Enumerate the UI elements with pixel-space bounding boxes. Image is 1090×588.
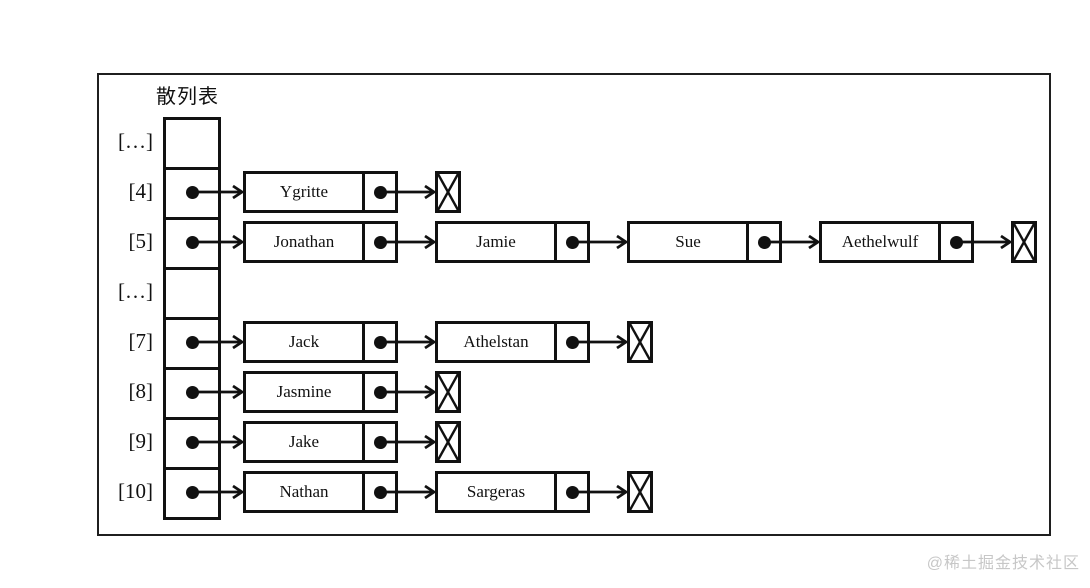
null-marker	[1011, 221, 1037, 263]
bucket-label: […]	[118, 279, 153, 303]
null-x-icon	[1012, 223, 1036, 261]
bucket-cell	[163, 267, 221, 320]
node-pointer-cell	[554, 474, 587, 510]
list-node: Jonathan	[243, 221, 398, 263]
pointer-arrow	[192, 334, 245, 350]
node-pointer-cell	[362, 224, 395, 260]
list-node: Sue	[627, 221, 782, 263]
pointer-arrow	[192, 184, 245, 200]
bucket-label: [10]	[118, 479, 153, 503]
node-value: Sargeras	[466, 482, 526, 501]
null-marker	[435, 171, 461, 213]
node-pointer-cell	[362, 474, 395, 510]
node-pointer-cell	[362, 424, 395, 460]
node-value: Jonathan	[273, 232, 335, 251]
node-value: Sue	[675, 232, 701, 251]
pointer-arrow	[192, 384, 245, 400]
pointer-arrow	[380, 384, 437, 400]
node-value: Nathan	[279, 482, 329, 501]
null-x-icon	[628, 323, 652, 361]
bucket-label: [7]	[128, 329, 154, 353]
null-marker	[627, 321, 653, 363]
list-node: Athelstan	[435, 321, 590, 363]
node-value: Jamie	[476, 232, 516, 251]
node-value: Aethelwulf	[841, 232, 919, 251]
diagram-title: 散列表	[156, 86, 219, 108]
bucket-label: [8]	[128, 379, 154, 403]
diagram-frame	[97, 73, 1051, 536]
bucket-label: […]	[118, 129, 153, 153]
node-pointer-cell	[362, 174, 395, 210]
pointer-arrow	[764, 234, 821, 250]
pointer-arrow	[380, 434, 437, 450]
list-node: Jasmine	[243, 371, 398, 413]
null-x-icon	[628, 473, 652, 511]
pointer-arrow	[956, 234, 1013, 250]
pointer-arrow	[572, 234, 629, 250]
bucket-cell	[163, 117, 221, 170]
pointer-arrow	[192, 434, 245, 450]
node-value: Jasmine	[276, 382, 332, 401]
watermark-text: @稀土掘金技术社区	[926, 555, 1080, 572]
node-pointer-cell	[362, 374, 395, 410]
node-value: Jack	[288, 332, 320, 351]
node-pointer-cell	[554, 224, 587, 260]
null-x-icon	[436, 423, 460, 461]
node-value: Ygritte	[279, 182, 329, 201]
list-node: Jack	[243, 321, 398, 363]
list-node: Sargeras	[435, 471, 590, 513]
bucket-label: [9]	[128, 429, 154, 453]
pointer-arrow	[192, 484, 245, 500]
node-pointer-cell	[554, 324, 587, 360]
null-marker	[435, 421, 461, 463]
node-pointer-cell	[362, 324, 395, 360]
pointer-arrow	[572, 334, 629, 350]
node-value: Jake	[288, 432, 320, 451]
null-x-icon	[436, 173, 460, 211]
pointer-arrow	[380, 334, 437, 350]
pointer-arrow	[380, 484, 437, 500]
list-node: Nathan	[243, 471, 398, 513]
node-value: Athelstan	[463, 332, 529, 351]
pointer-arrow	[192, 234, 245, 250]
null-marker	[627, 471, 653, 513]
list-node: Jake	[243, 421, 398, 463]
pointer-arrow	[380, 234, 437, 250]
list-node: Jamie	[435, 221, 590, 263]
pointer-arrow	[380, 184, 437, 200]
null-marker	[435, 371, 461, 413]
null-x-icon	[436, 373, 460, 411]
pointer-arrow	[572, 484, 629, 500]
bucket-label: [4]	[128, 179, 154, 203]
node-pointer-cell	[746, 224, 779, 260]
node-pointer-cell	[938, 224, 971, 260]
bucket-label: [5]	[128, 229, 154, 253]
